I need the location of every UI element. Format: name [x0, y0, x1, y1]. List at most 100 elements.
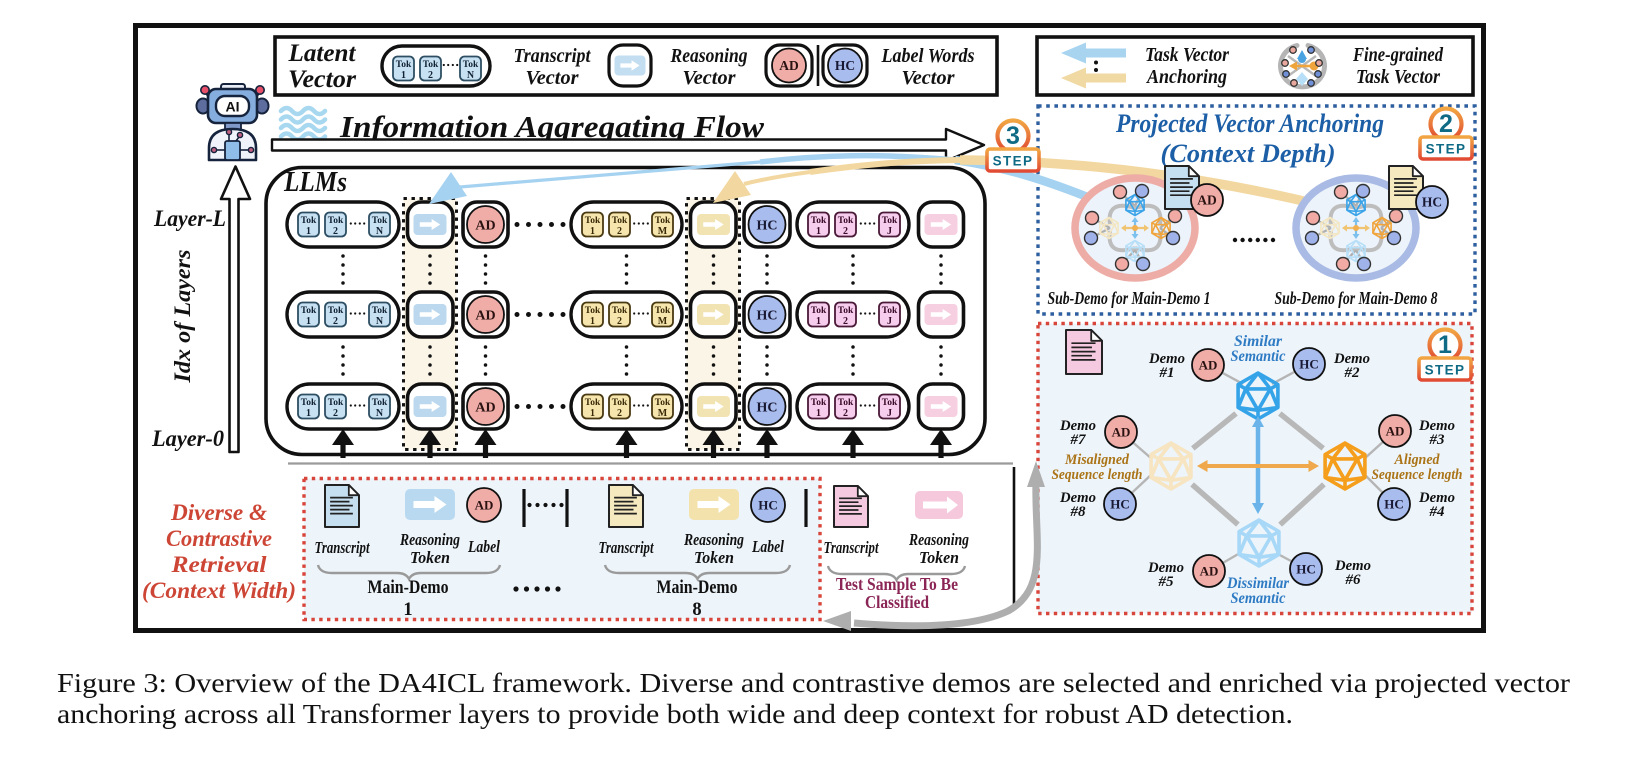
svg-text:#1: #1: [1159, 365, 1175, 381]
svg-text:J: J: [887, 408, 892, 419]
svg-text:AD: AD: [1200, 563, 1219, 578]
svg-text:1: 1: [306, 408, 311, 419]
svg-text:Tok: Tok: [463, 60, 479, 70]
svg-text:Sub-Demo for Main-Demo 8: Sub-Demo for Main-Demo 8: [1275, 288, 1438, 308]
svg-text:1: 1: [1438, 331, 1452, 359]
svg-text:Transcript: Transcript: [824, 538, 879, 557]
svg-text:HC: HC: [1384, 496, 1404, 511]
svg-text:2: 2: [843, 226, 848, 237]
svg-text:Label: Label: [467, 537, 500, 556]
svg-text:Tok: Tok: [882, 306, 898, 316]
svg-text:Misaligned: Misaligned: [1064, 452, 1129, 468]
svg-text:#6: #6: [1345, 572, 1362, 588]
svg-text:HC: HC: [1422, 195, 1442, 210]
svg-text:HC: HC: [1299, 356, 1319, 371]
svg-text:2: 2: [843, 316, 848, 327]
svg-text:Layer-L: Layer-L: [153, 206, 226, 232]
svg-text:Tok: Tok: [811, 398, 827, 408]
svg-text:#3: #3: [1429, 432, 1446, 448]
svg-text:Tok: Tok: [811, 306, 827, 316]
svg-text:Projected Vector Anchoring: Projected Vector Anchoring: [1115, 109, 1384, 138]
svg-text:Tok: Tok: [811, 216, 827, 226]
svg-text:Tok: Tok: [301, 398, 317, 408]
svg-text:HC: HC: [757, 308, 778, 323]
svg-text:STEP: STEP: [993, 154, 1034, 169]
svg-text:Transcript: Transcript: [315, 538, 370, 557]
svg-text:3: 3: [1006, 122, 1020, 150]
svg-text:Anchoring: Anchoring: [1145, 66, 1227, 88]
svg-text:HC: HC: [758, 497, 778, 512]
svg-text:Diverse &: Diverse &: [170, 500, 267, 525]
svg-text:Test Sample To Be: Test Sample To Be: [836, 574, 958, 594]
svg-text:Tok: Tok: [372, 306, 388, 316]
svg-text:HC: HC: [835, 58, 855, 73]
svg-text:AD: AD: [475, 497, 494, 512]
svg-text:Demo: Demo: [1059, 418, 1096, 434]
svg-text:Reasoning: Reasoning: [399, 530, 460, 549]
svg-text:Reasoning: Reasoning: [683, 530, 744, 549]
svg-text:HC: HC: [757, 400, 778, 415]
svg-text:2: 2: [428, 70, 433, 81]
svg-text:Tok: Tok: [612, 306, 628, 316]
svg-text:Tok: Tok: [838, 306, 854, 316]
svg-text:Tok: Tok: [585, 216, 601, 226]
svg-text:2: 2: [617, 408, 622, 419]
svg-text:Token: Token: [410, 548, 450, 567]
svg-text:#4: #4: [1429, 504, 1446, 520]
svg-text:#2: #2: [1344, 365, 1361, 381]
svg-text:1: 1: [590, 316, 595, 327]
svg-text:2: 2: [843, 408, 848, 419]
svg-text:Vector: Vector: [902, 67, 955, 89]
svg-text:Similar: Similar: [1234, 333, 1283, 350]
svg-text:LLMs: LLMs: [283, 166, 347, 198]
svg-text:Contrastive: Contrastive: [166, 526, 272, 551]
svg-text:Tok: Tok: [328, 398, 344, 408]
svg-text:Demo: Demo: [1418, 418, 1455, 434]
svg-text:Label: Label: [751, 537, 784, 556]
svg-text:(Context Depth): (Context Depth): [1161, 139, 1336, 168]
svg-text:Tok: Tok: [328, 216, 344, 226]
svg-text:#5: #5: [1158, 574, 1175, 590]
svg-text:Vector: Vector: [288, 66, 356, 93]
svg-text:Tok: Tok: [655, 398, 671, 408]
svg-text:1: 1: [401, 70, 406, 81]
svg-text:1: 1: [816, 408, 821, 419]
svg-text:Label Words: Label Words: [881, 45, 975, 67]
svg-text:AD: AD: [1197, 193, 1217, 208]
svg-text:anchoring across all Transform: anchoring across all Transformer layers …: [57, 698, 1293, 729]
svg-text:N: N: [376, 316, 384, 327]
svg-text:J: J: [887, 316, 892, 327]
svg-text:Vector: Vector: [683, 67, 736, 89]
svg-text:Reasoning: Reasoning: [908, 530, 969, 549]
svg-text:STEP: STEP: [1426, 142, 1467, 157]
svg-text:AI: AI: [226, 99, 240, 115]
svg-text:Main-Demo: Main-Demo: [368, 578, 449, 598]
svg-text:1: 1: [816, 226, 821, 237]
svg-text:1: 1: [306, 316, 311, 327]
svg-text:Transcript: Transcript: [514, 45, 592, 67]
svg-text:Token: Token: [694, 548, 734, 567]
svg-text:Tok: Tok: [301, 216, 317, 226]
svg-text:Tok: Tok: [423, 60, 439, 70]
svg-text:1: 1: [590, 226, 595, 237]
svg-text:2: 2: [333, 316, 338, 327]
svg-text:HC: HC: [1296, 561, 1316, 576]
svg-text:2: 2: [333, 226, 338, 237]
svg-text:N: N: [376, 226, 384, 237]
svg-text:Tok: Tok: [585, 306, 601, 316]
svg-text:Tok: Tok: [301, 306, 317, 316]
svg-text:Demo: Demo: [1333, 351, 1370, 367]
svg-text:Layer-0: Layer-0: [151, 426, 224, 452]
svg-text:Tok: Tok: [882, 398, 898, 408]
svg-text:Tok: Tok: [882, 216, 898, 226]
svg-text:Tok: Tok: [838, 398, 854, 408]
svg-text:Task Vector: Task Vector: [1145, 44, 1229, 66]
svg-text:J: J: [887, 226, 892, 237]
svg-text:Demo: Demo: [1418, 490, 1455, 506]
svg-text:Semantic: Semantic: [1231, 590, 1286, 607]
svg-text:AD: AD: [1112, 424, 1131, 439]
svg-text:Demo: Demo: [1059, 490, 1096, 506]
svg-text:#8: #8: [1070, 504, 1087, 520]
svg-text:Tok: Tok: [396, 60, 412, 70]
svg-text:M: M: [658, 226, 668, 237]
